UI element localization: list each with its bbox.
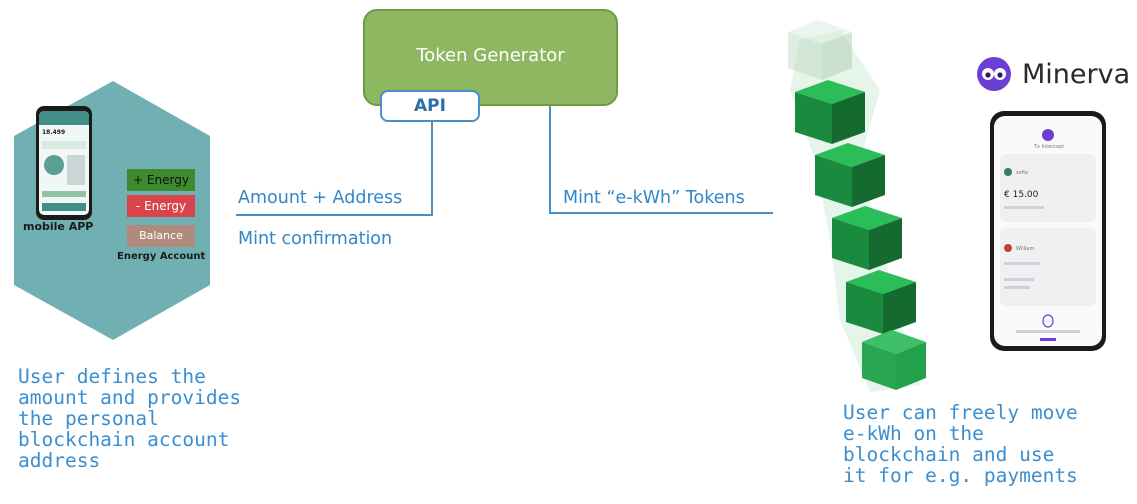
mint-tokens-label: Mint “e-kWh” Tokens — [563, 188, 745, 208]
phone-mockup: 18.499 — [36, 106, 92, 220]
energy-minus-chip: - Energy — [127, 195, 195, 217]
minerva-screen: Tx Intercept sofia € 15.00 William — [994, 116, 1102, 346]
amount-address-label: Amount + Address — [238, 188, 403, 208]
api-box: API — [380, 90, 480, 122]
minerva-app-icon — [1042, 129, 1054, 141]
minerva-amount: € 15.00 — [1004, 190, 1039, 200]
fingerprint-icon — [1042, 314, 1054, 328]
api-left-connector — [236, 121, 433, 216]
left-caption: User defines the amount and provides the… — [18, 365, 242, 472]
minerva-screen-title: Tx Intercept — [1034, 144, 1065, 150]
generator-right-connector — [549, 106, 773, 214]
minerva-phone: Tx Intercept sofia € 15.00 William — [990, 111, 1106, 351]
token-generator-box — [363, 9, 618, 106]
blockchain-icon — [788, 20, 926, 392]
energy-plus-chip: + Energy — [127, 169, 195, 191]
balance-chip: Balance — [127, 225, 195, 247]
mobile-app-label: mobile APP — [23, 220, 94, 233]
minerva-contact-2: William — [1016, 246, 1035, 252]
token-generator-title: Token Generator — [416, 45, 565, 66]
energy-account-label: Energy Account — [117, 251, 206, 262]
minerva-owl-icon — [977, 57, 1011, 91]
minerva-contact-1: sofia — [1016, 170, 1028, 176]
phone-balance: 18.499 — [42, 129, 66, 136]
minerva-brand: Minerva — [1022, 59, 1131, 90]
right-caption: User can freely move e-kWh on the blockc… — [843, 401, 1078, 487]
phone-screen: 18.499 — [39, 111, 89, 215]
mint-confirmation-label: Mint confirmation — [238, 229, 393, 249]
